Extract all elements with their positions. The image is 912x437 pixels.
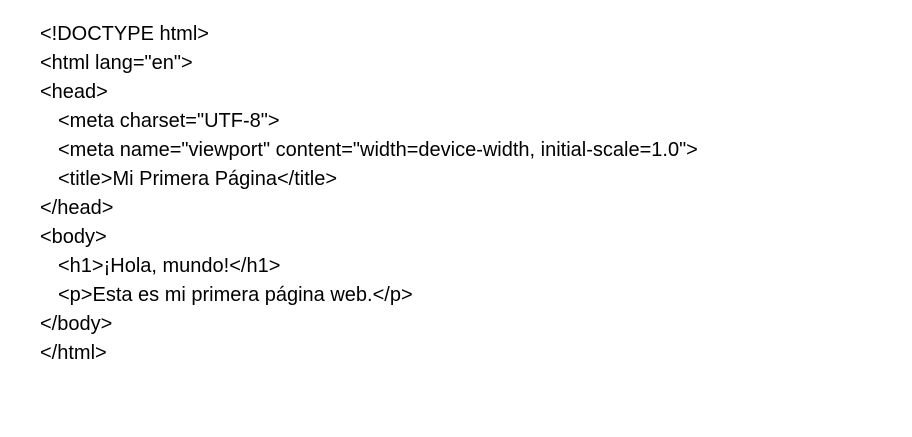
code-line-html-open: <html lang="en"> [40, 52, 193, 74]
code-line-body-close: </body> [40, 313, 113, 335]
code-line-head-open: <head> [40, 81, 108, 103]
code-line-title: <title>Mi Primera Página</title> [58, 168, 338, 190]
code-line-body-open: <body> [40, 226, 107, 248]
code-line-paragraph: <p>Esta es mi primera página web.</p> [58, 284, 413, 306]
code-line-meta-charset: <meta charset="UTF-8"> [58, 110, 280, 132]
code-line-head-close: </head> [40, 197, 114, 219]
code-line-doctype: <!DOCTYPE html> [40, 23, 209, 45]
code-line-html-close: </html> [40, 342, 107, 364]
code-line-h1: <h1>¡Hola, mundo!</h1> [58, 255, 281, 277]
code-line-meta-viewport: <meta name="viewport" content="width=dev… [58, 139, 698, 161]
code-listing: <!DOCTYPE html> <html lang="en"> <head> … [40, 20, 698, 368]
